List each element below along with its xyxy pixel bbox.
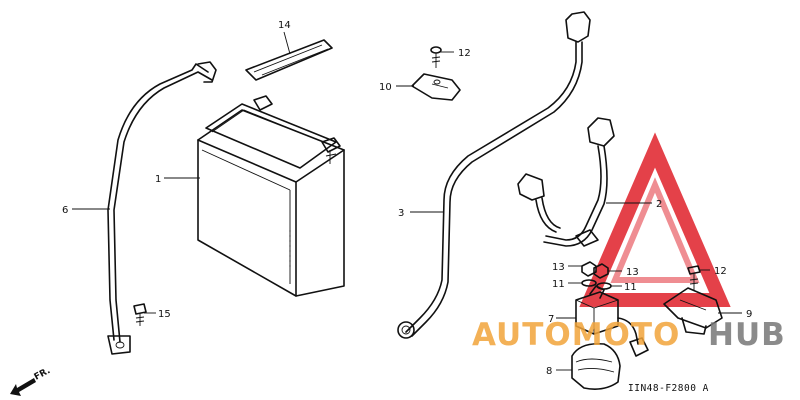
nut-13-right bbox=[593, 263, 609, 279]
harness-cable-2 bbox=[517, 117, 615, 247]
callout-1: 1 bbox=[155, 174, 161, 185]
callout-6: 6 bbox=[62, 205, 68, 216]
bolt-12-top bbox=[430, 46, 442, 68]
callout-13-right: 13 bbox=[626, 267, 639, 278]
callout-14: 14 bbox=[278, 20, 291, 31]
callout-12-right: 12 bbox=[714, 266, 727, 277]
callout-3: 3 bbox=[398, 208, 404, 219]
bracket-9 bbox=[663, 287, 723, 335]
relay-cover-8 bbox=[571, 342, 621, 390]
bolt-15 bbox=[133, 303, 147, 326]
callout-15: 15 bbox=[158, 309, 171, 320]
callout-2: 2 bbox=[656, 199, 662, 210]
holder-rod bbox=[107, 61, 217, 355]
direction-label: FR. bbox=[33, 366, 52, 383]
bolt-12-right bbox=[687, 265, 701, 290]
nut-13-left bbox=[581, 261, 597, 277]
watermark-text-b: HUB bbox=[708, 317, 786, 353]
leader-lines bbox=[72, 31, 742, 371]
watermark-text: AUTOMOTO HUB bbox=[472, 317, 786, 353]
callout-10: 10 bbox=[379, 82, 392, 93]
battery-cable-3 bbox=[397, 11, 591, 339]
callout-11-left: 11 bbox=[552, 279, 565, 290]
callout-8: 8 bbox=[546, 366, 552, 377]
callout-9: 9 bbox=[746, 309, 752, 320]
callout-12-top: 12 bbox=[458, 48, 471, 59]
battery bbox=[197, 95, 345, 297]
callout-7: 7 bbox=[548, 314, 554, 325]
callout-11-right: 11 bbox=[624, 282, 637, 293]
callout-13-left: 13 bbox=[552, 262, 565, 273]
battery-band bbox=[245, 39, 333, 81]
bracket-10 bbox=[411, 73, 461, 101]
drawing-code: IIN48-F2800 A bbox=[628, 383, 709, 394]
callout-labels: 1 2 3 6 7 8 9 10 11 11 12 12 13 13 14 15 bbox=[62, 20, 752, 377]
starter-relay-7 bbox=[575, 285, 649, 357]
front-direction-arrow: FR. bbox=[10, 366, 52, 396]
watermark-logo bbox=[579, 132, 731, 307]
watermark-text-a: AUTOMOTO bbox=[472, 317, 680, 353]
